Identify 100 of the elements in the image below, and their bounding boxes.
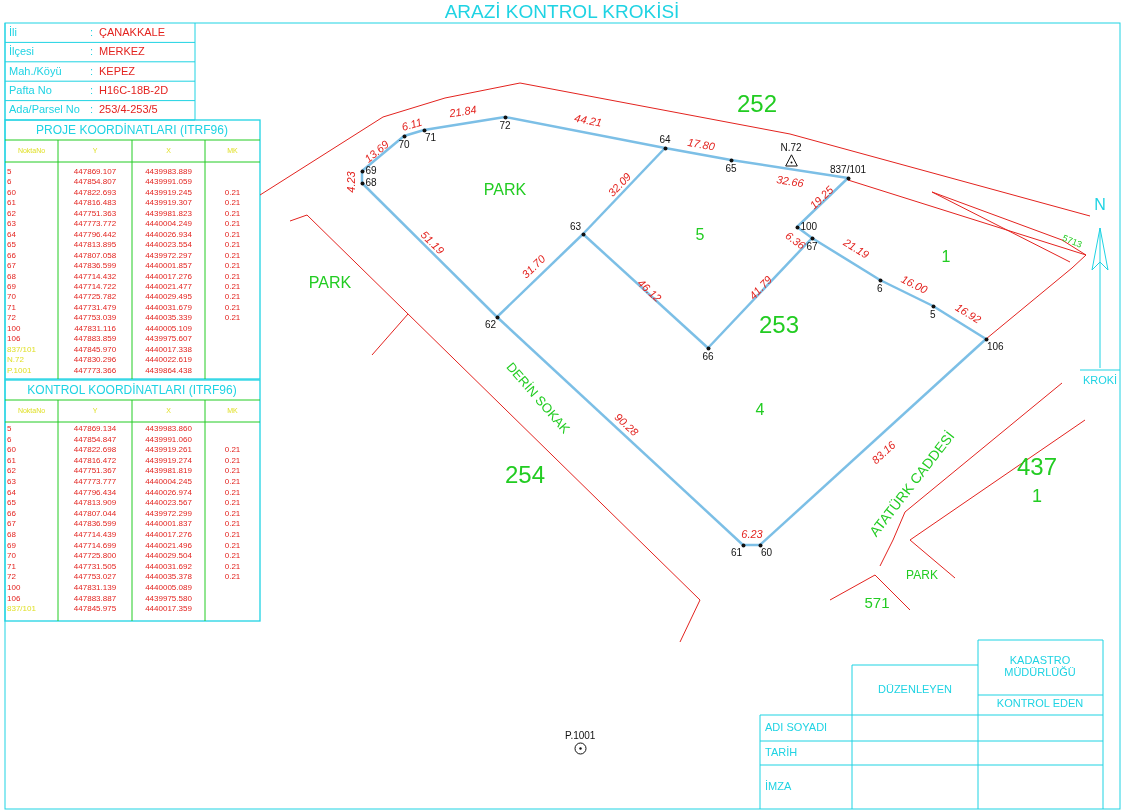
- point-number: 69: [7, 541, 16, 550]
- area-name: PARK: [483, 181, 527, 199]
- coordinate-value: 447830.296: [73, 355, 117, 365]
- error-value: 0.21: [224, 199, 241, 208]
- coordinate-value: 447813.909: [73, 499, 117, 508]
- survey-line: [796, 226, 813, 239]
- coordinate-value: 447813.895: [73, 240, 117, 250]
- coordinate-value: 447822.698: [73, 446, 117, 455]
- error-value: 0.21: [224, 230, 241, 239]
- survey-point: [565, 730, 595, 755]
- area-name: PARK: [308, 274, 352, 292]
- coordinate-value: 4439981.819: [145, 467, 192, 476]
- error-value: 0.21: [224, 240, 241, 250]
- survey-point: [725, 157, 737, 174]
- error-value: 0.21: [224, 314, 241, 323]
- coordinate-value: 4440017.359: [145, 605, 192, 614]
- point-number: 72: [7, 314, 16, 323]
- error-value: 0.21: [224, 261, 241, 271]
- point-number: 5: [930, 309, 936, 320]
- point-number: 69: [365, 166, 377, 176]
- survey-line: [759, 338, 987, 546]
- error-value: 0.21: [224, 272, 241, 281]
- point-number: 67: [7, 261, 16, 271]
- distance-label: 16.00: [899, 273, 929, 297]
- point-number: 837/101: [830, 164, 867, 175]
- parcel-number: 437: [1017, 454, 1057, 480]
- coordinate-value: 447831.116: [74, 324, 116, 333]
- title-block-label: TARİH: [765, 747, 798, 759]
- coordinate-value: 4440029.495: [145, 293, 192, 302]
- coordinate-value: 447773.777: [73, 477, 117, 487]
- coordinate-value: 447796.434: [73, 488, 117, 497]
- point-number: 67: [7, 520, 16, 529]
- coordinate-value: 4439991.060: [145, 435, 192, 444]
- point-number: 60: [7, 446, 16, 455]
- distance-label: 6.23: [741, 529, 763, 541]
- error-value: 0.21: [224, 188, 241, 198]
- survey-line: [582, 233, 709, 349]
- field-label: Pafta No: [9, 85, 52, 97]
- coordinate-value: 447869.107: [73, 167, 117, 177]
- point-number: 6: [7, 178, 12, 187]
- coordinate-value: 447883.859: [73, 335, 117, 344]
- coordinate-value: 447807.044: [73, 509, 117, 518]
- parcel-number: 5: [695, 226, 705, 244]
- error-value: 0.21: [224, 562, 241, 571]
- colon-separator: :: [90, 26, 94, 39]
- survey-line: [707, 237, 813, 349]
- coordinate-value: 447836.599: [73, 520, 117, 529]
- survey-point: [983, 336, 1004, 352]
- coordinate-value: 447725.800: [73, 552, 117, 561]
- error-value: 0.21: [224, 293, 241, 302]
- parcel-number: 571: [864, 595, 890, 611]
- survey-line: [361, 182, 498, 318]
- coordinate-value: 447836.599: [73, 261, 117, 271]
- point-number: 100: [800, 222, 818, 232]
- point-number: 63: [7, 220, 16, 229]
- title-block-label: İMZA: [765, 781, 792, 793]
- coordinate-value: 447731.505: [73, 562, 117, 571]
- coordinate-value: 447796.442: [73, 230, 117, 239]
- point-number: 837/101: [7, 605, 36, 614]
- coordinate-value: 4439919.245: [145, 188, 192, 198]
- point-number: 65: [7, 499, 16, 508]
- survey-point: [780, 142, 802, 167]
- point-number: 106: [7, 335, 21, 344]
- north-label: N: [1094, 196, 1106, 214]
- coordinate-value: 4439981.823: [145, 209, 192, 218]
- survey-line: [664, 146, 732, 162]
- parcel-number: 253: [759, 312, 799, 338]
- coordinate-value: 4440035.378: [145, 573, 192, 582]
- point-number: 63: [7, 477, 16, 487]
- coordinate-value: 4439983.889: [145, 167, 192, 177]
- error-value: 0.21: [224, 251, 241, 260]
- coordinate-value: 447816.483: [73, 199, 117, 208]
- sheet-label: KROKİ: [1082, 375, 1118, 387]
- coordinate-value: 4439972.297: [145, 251, 192, 260]
- point-number: 68: [7, 530, 16, 540]
- field-label: İli: [9, 26, 17, 39]
- point-number: 67: [806, 241, 818, 252]
- coordinate-value: 4439983.860: [145, 424, 192, 434]
- error-value: 0.21: [224, 509, 241, 518]
- coordinate-value: 4439975.580: [145, 594, 192, 603]
- survey-line: [496, 316, 744, 546]
- coordinate-value: 4440004.245: [145, 477, 192, 487]
- point-number: 100: [7, 583, 21, 593]
- coordinate-value: 447869.134: [73, 424, 117, 434]
- point-number: 100: [7, 324, 21, 333]
- colon-separator: :: [90, 46, 94, 58]
- error-value: 0.21: [224, 220, 241, 229]
- coordinate-value: 4440026.934: [145, 230, 192, 239]
- coordinate-value: 447845.975: [73, 605, 117, 614]
- point-number: 837/101: [7, 345, 36, 354]
- coordinate-value: 4439919.261: [145, 446, 192, 455]
- survey-point: [731, 542, 746, 558]
- title-block-label: DÜZENLEYEN: [878, 684, 952, 696]
- coordinate-value: 4439919.307: [145, 199, 192, 208]
- coordinate-value: 447714.432: [73, 272, 117, 281]
- coordinate-value: 447822.693: [73, 188, 117, 198]
- error-value: 0.21: [224, 467, 241, 476]
- point-number: 60: [7, 188, 16, 198]
- coordinate-value: 447883.887: [73, 594, 117, 603]
- coordinate-value: 447714.722: [73, 282, 117, 292]
